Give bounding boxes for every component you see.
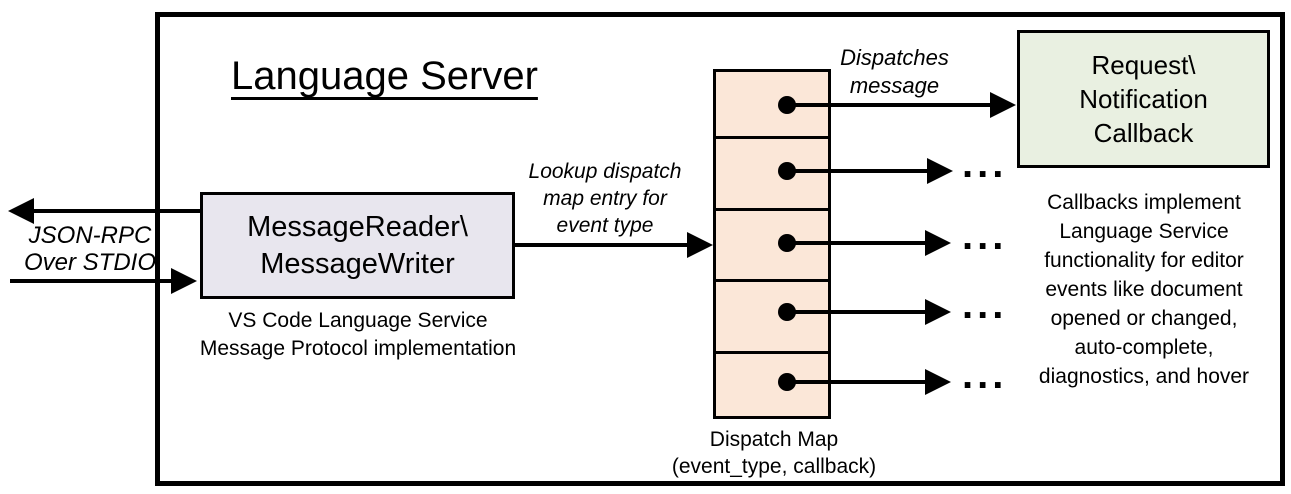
dispatches-message-label: Dispatches message xyxy=(822,44,967,100)
dispatch-map-table xyxy=(713,69,831,419)
callback-description: Callbacks implement Language Service fun… xyxy=(1012,188,1276,391)
ellipsis-row-4: ... xyxy=(962,283,1008,327)
language-server-boundary xyxy=(155,12,1285,486)
map-label-line1: Dispatch Map xyxy=(709,428,839,451)
lookup-dispatch-label: Lookup dispatch map entry for event type xyxy=(515,158,695,239)
reader-caption-line2: Message Protocol implementation xyxy=(199,337,517,360)
callback-caption-line: opened or changed, xyxy=(1050,307,1238,330)
dispatch-map-divider xyxy=(716,279,828,282)
ellipsis-row-3: ... xyxy=(962,214,1008,258)
callback-caption-line: events like document xyxy=(1045,278,1243,301)
message-reader-writer-box: MessageReader\ MessageWriter xyxy=(200,192,515,299)
stdio-label-line1: JSON-RPC xyxy=(28,222,152,249)
request-notification-callback-box: Request\ Notification Callback xyxy=(1017,30,1270,168)
callback-caption-line: Language Service xyxy=(1059,220,1229,243)
ellipsis-row-5: ... xyxy=(962,353,1008,397)
lookup-label-line2: map entry for xyxy=(543,187,667,210)
callback-box-line1: Request\ xyxy=(1091,50,1196,80)
dispatch-map-divider xyxy=(716,136,828,139)
callback-box-line2: Notification xyxy=(1079,84,1208,114)
dispatch-label-line2: message xyxy=(849,73,940,98)
callback-caption-line: Callbacks implement xyxy=(1047,191,1241,214)
ellipsis-row-2: ... xyxy=(962,142,1008,186)
dispatch-map-label: Dispatch Map (event_type, callback) xyxy=(654,426,894,480)
reader-box-line2: MessageWriter xyxy=(260,247,455,280)
callback-box-line3: Callback xyxy=(1093,118,1194,148)
reader-box-caption: VS Code Language Service Message Protoco… xyxy=(182,307,534,363)
callback-caption-line: diagnostics, and hover xyxy=(1038,365,1250,388)
dispatch-map-divider xyxy=(716,351,828,354)
stdio-channel-label: JSON-RPC Over STDIO xyxy=(10,222,170,276)
stdio-label-line2: Over STDIO xyxy=(23,249,156,276)
lookup-label-line3: event type xyxy=(556,214,654,237)
reader-caption-line1: VS Code Language Service xyxy=(228,309,488,332)
diagram-title: Language Server xyxy=(231,54,538,98)
callback-caption-line: functionality for editor xyxy=(1044,249,1244,272)
lookup-label-line1: Lookup dispatch xyxy=(528,160,682,183)
dispatch-map-divider xyxy=(716,208,828,211)
map-label-line2: (event_type, callback) xyxy=(671,455,877,478)
dispatch-label-line1: Dispatches xyxy=(840,45,949,70)
reader-box-line1: MessageReader\ xyxy=(247,210,468,243)
callback-caption-line: auto-complete, xyxy=(1074,336,1214,359)
